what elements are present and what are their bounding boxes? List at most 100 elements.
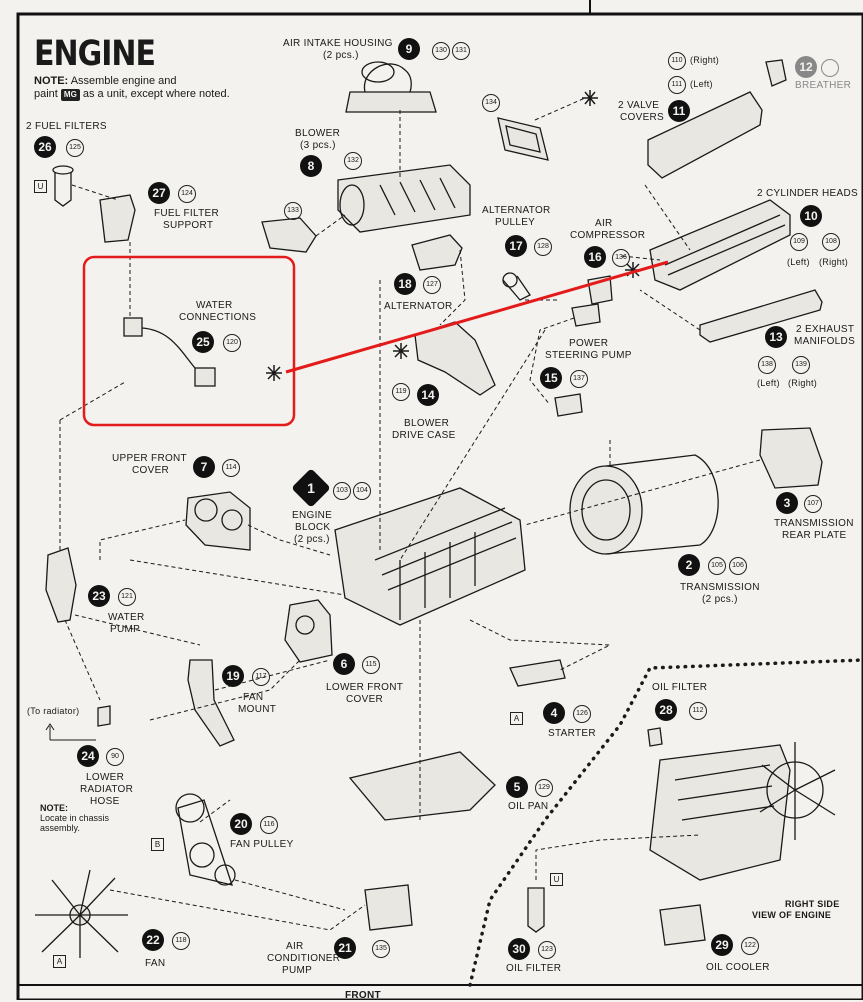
ref-number: 132: [344, 152, 362, 170]
callout-label: 2 FUEL FILTERS: [26, 121, 107, 132]
note-line2-pre: paint: [34, 88, 58, 100]
ref-number: 112: [689, 702, 707, 720]
ref-number: 110: [668, 52, 686, 70]
callout-label: FUEL FILTER: [154, 208, 219, 219]
ref-number: 130: [432, 42, 450, 60]
callout-label: 2 CYLINDER HEADS: [757, 188, 858, 199]
callout-label: ENGINE: [292, 510, 333, 521]
breather-part: [765, 59, 787, 87]
page-title: ENGINE: [34, 34, 156, 75]
callout-label: PULLEY: [495, 217, 536, 228]
callout-label: MOUNT: [238, 704, 277, 715]
ref-number: 115: [362, 656, 380, 674]
part-number-badge: 4: [543, 702, 565, 724]
engine-block-part: [334, 487, 526, 626]
ref-number: 133: [284, 202, 302, 220]
ref-number: 128: [534, 238, 552, 256]
part-number-badge: 30: [508, 938, 530, 960]
decal-box-marker: A: [53, 955, 66, 968]
water-pump-part: [45, 547, 77, 623]
ref-number: 107: [804, 495, 822, 513]
fuel-filter-part: [52, 165, 74, 207]
highlight-connector-line: [285, 260, 669, 374]
callout-label: FAN PULLEY: [230, 839, 294, 850]
part-number-badge: 12: [795, 56, 817, 78]
upper-front-cover-part: [185, 491, 251, 551]
note-label: NOTE:: [34, 75, 69, 87]
ref-number: 137: [570, 370, 588, 388]
water-connections-part: [123, 317, 216, 387]
page-border: [16, 12, 863, 1000]
ref-number: 122: [741, 937, 759, 955]
callout-label: UPPER FRONT: [112, 453, 187, 464]
callout-sub: (3 pcs.): [300, 140, 336, 151]
ref-note: (Left): [757, 378, 780, 388]
callout-label: BLOWER: [404, 418, 450, 429]
view-caption: VIEW OF ENGINE: [752, 910, 832, 920]
callout-label: COVERS: [620, 112, 665, 123]
part-number-badge: 6: [333, 653, 355, 675]
part-number-badge: 2: [678, 554, 700, 576]
callout-label: COVER: [346, 694, 384, 705]
callout-label: RADIATOR: [80, 784, 134, 795]
callout-label: OIL PAN: [508, 801, 549, 812]
callout-label: ALTERNATOR: [482, 205, 551, 216]
fan-mount-part: [187, 659, 235, 747]
callout-label: OIL FILTER: [652, 682, 708, 693]
callout-sub: (2 pcs.): [323, 50, 359, 61]
callout-label: BLOCK: [295, 522, 331, 533]
part-number-badge: 23: [88, 585, 110, 607]
paint-code-badge: MG: [60, 89, 80, 101]
assembly-note: NOTE: Assemble engine and paint MG as a …: [34, 75, 230, 101]
part-number-badge: 25: [192, 331, 214, 353]
callout-label: MANIFOLDS: [794, 336, 856, 347]
callout-label: STEERING PUMP: [545, 350, 632, 361]
callout-label: REAR PLATE: [782, 530, 847, 541]
part-number-badge: 5: [506, 776, 528, 798]
callout-label: LOWER: [86, 772, 125, 783]
chassis-note-label: NOTE:: [40, 803, 68, 813]
callout-label: OIL COOLER: [706, 962, 770, 973]
part-number-badge: 16: [584, 246, 606, 268]
ref-number: 131: [452, 42, 470, 60]
part-number-badge: 10: [800, 205, 822, 227]
ref-number: 108: [822, 233, 840, 251]
callout-label: STARTER: [548, 728, 596, 739]
decal-box-marker: U: [550, 873, 563, 886]
exhaust-manifold-part: [699, 289, 823, 343]
ref-number: 119: [392, 383, 410, 401]
callout-label: POWER: [569, 338, 609, 349]
alternator-pulley-part: [502, 272, 531, 301]
starter-part: [509, 659, 566, 687]
part-number-badge: 1: [307, 480, 315, 496]
part-number-badge: 11: [668, 100, 690, 122]
ref-number: 104: [353, 482, 371, 500]
ref-number: 127: [423, 276, 441, 294]
ref-number: 136: [612, 249, 630, 267]
ref-number: 90: [106, 748, 124, 766]
callout-label: OIL FILTER: [506, 963, 562, 974]
callout-label: CONNECTIONS: [179, 312, 257, 323]
transmission-rear-plate-part: [759, 427, 823, 489]
lower-front-cover-part: [284, 599, 333, 663]
part-number-badge: 26: [34, 136, 56, 158]
to-radiator-label: (To radiator): [27, 706, 80, 716]
oil-filter-30-part: [527, 887, 545, 933]
part-number-badge: 7: [193, 456, 215, 478]
callout-label: PUMP: [110, 624, 141, 635]
part-number-badge: 22: [142, 929, 164, 951]
fan-pulley-part: [175, 793, 236, 886]
note-line1: Assemble engine and: [70, 75, 177, 87]
callout-label: COVER: [132, 465, 170, 476]
right-side-engine-view: [649, 742, 836, 881]
air-conditioner-pump-part: [364, 884, 413, 931]
callout-label: LOWER FRONT: [326, 682, 404, 693]
callout-label: ALTERNATOR: [384, 301, 453, 312]
ref-note: (Left): [690, 79, 713, 89]
ref-note: (Right): [788, 378, 818, 388]
part-number-badge: 27: [148, 182, 170, 204]
callout-label: CONDITIONER: [267, 953, 341, 964]
ref-number: 117: [252, 668, 270, 686]
